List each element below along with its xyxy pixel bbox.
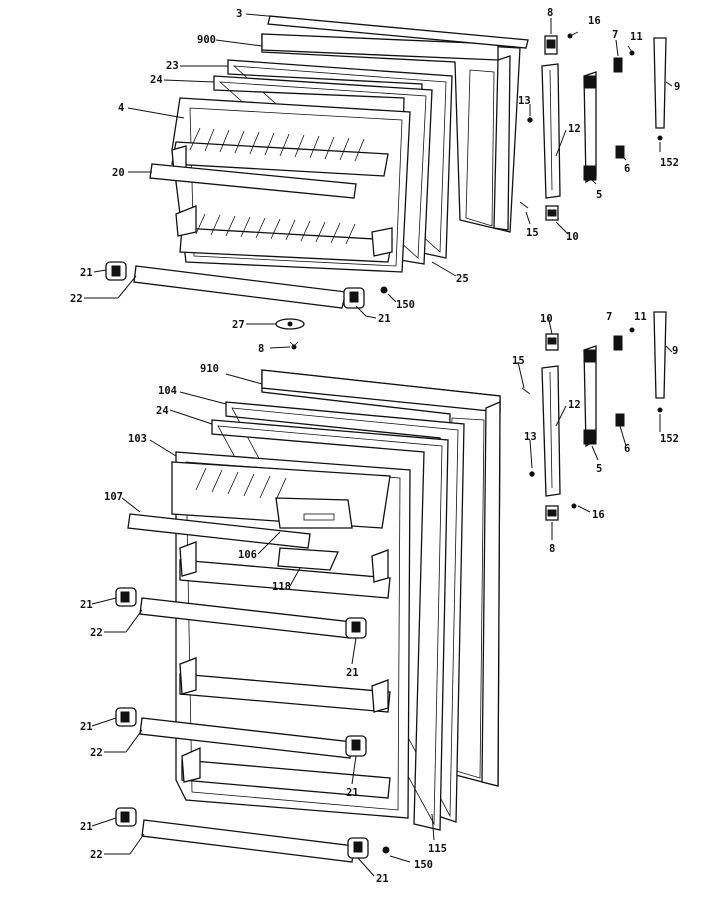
fresh-food-handle-hardware — [521, 311, 667, 521]
freezer-door-top-strip — [267, 15, 529, 49]
label-15-b: 15 — [512, 355, 525, 367]
label-11-b: 11 — [634, 311, 647, 323]
label-22-b: 22 — [90, 627, 103, 639]
butter-door-106 — [275, 497, 353, 529]
label-27: 27 — [232, 319, 245, 331]
label-24-bottom: 24 — [156, 405, 169, 417]
label-8-b: 8 — [547, 7, 553, 19]
label-10-a: 10 — [566, 231, 579, 243]
label-9-a: 9 — [674, 81, 680, 93]
label-9-b: 9 — [672, 345, 678, 357]
label-900: 900 — [197, 34, 216, 46]
label-107: 107 — [104, 491, 123, 503]
label-4: 4 — [118, 102, 124, 114]
freezer-shelf-bar — [149, 163, 357, 199]
label-150-a: 150 — [396, 299, 415, 311]
freezer-handle-hardware — [519, 31, 667, 221]
label-22-a: 22 — [70, 293, 83, 305]
fresh-food-bar-middle — [139, 717, 353, 759]
label-115: 115 — [428, 843, 447, 855]
label-21-c: 21 — [80, 599, 93, 611]
fresh-food-door-assembly — [115, 369, 501, 863]
label-13-a: 13 — [518, 95, 531, 107]
label-3: 3 — [236, 8, 242, 20]
label-150-b: 150 — [414, 859, 433, 871]
label-16-a: 16 — [588, 15, 601, 27]
label-7-b: 7 — [606, 311, 612, 323]
label-106: 106 — [238, 549, 257, 561]
label-13-b: 13 — [524, 431, 537, 443]
label-5-b: 5 — [596, 463, 602, 475]
label-6-a: 6 — [624, 163, 630, 175]
label-22-d: 22 — [90, 849, 103, 861]
label-152-b: 152 — [660, 433, 679, 445]
label-118: 118 — [272, 581, 291, 593]
label-8-a: 8 — [258, 343, 264, 355]
label-21-e: 21 — [80, 721, 93, 733]
label-910: 910 — [200, 363, 219, 375]
label-16-b: 16 — [592, 509, 605, 521]
label-20: 20 — [112, 167, 125, 179]
label-15-a: 15 — [526, 227, 539, 239]
label-5-a: 5 — [596, 189, 602, 201]
dairy-bar-107 — [127, 513, 311, 549]
label-21-h: 21 — [376, 873, 389, 885]
label-7-a: 7 — [612, 29, 618, 41]
fresh-food-trim-tube-9 — [653, 311, 667, 399]
label-152-a: 152 — [660, 157, 679, 169]
freezer-lower-shelf — [179, 227, 393, 263]
label-21-b: 21 — [378, 313, 391, 325]
part-7 — [613, 57, 623, 73]
label-6-b: 6 — [624, 443, 630, 455]
label-103: 103 — [128, 433, 147, 445]
label-21-a: 21 — [80, 267, 93, 279]
label-11-a: 11 — [630, 31, 643, 43]
fresh-food-door-liner — [211, 419, 449, 831]
part-number-labels: 3 900 23 24 4 20 21 22 21 150 25 27 8 8 … — [70, 7, 680, 885]
label-12-b: 12 — [568, 399, 581, 411]
freezer-trim-tube-9 — [653, 37, 667, 129]
label-21-g: 21 — [80, 821, 93, 833]
label-25: 25 — [456, 273, 469, 285]
leader-lines — [84, 13, 673, 877]
egg-tray-118 — [277, 547, 339, 571]
label-8-c: 8 — [549, 543, 555, 555]
label-12-a: 12 — [568, 123, 581, 135]
freezer-screw-150 — [380, 286, 388, 294]
label-21-d: 21 — [346, 667, 359, 679]
freezer-door-assembly — [105, 15, 529, 350]
label-24-top: 24 — [150, 74, 163, 86]
label-10-b: 10 — [540, 313, 553, 325]
label-23: 23 — [166, 60, 179, 72]
label-104: 104 — [158, 385, 177, 397]
label-21-f: 21 — [346, 787, 359, 799]
fresh-food-bar-lower — [141, 819, 355, 863]
label-22-c: 22 — [90, 747, 103, 759]
freezer-door-bar — [133, 265, 347, 309]
